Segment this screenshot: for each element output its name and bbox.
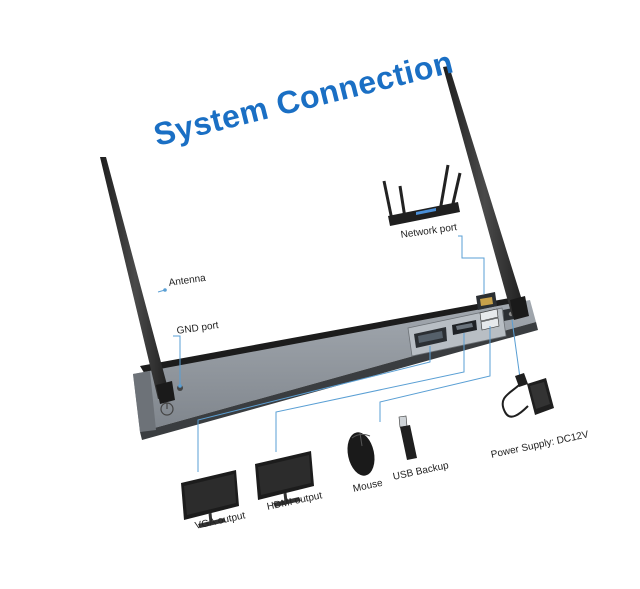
usb-drive-icon: [398, 415, 417, 460]
antenna-icon: [100, 157, 175, 404]
hdmi-port: [452, 320, 477, 335]
leader-usb: [379, 326, 491, 422]
monitor-icon-hdmi: [255, 451, 314, 507]
monitor-icon: [181, 470, 239, 528]
nvr-bottom-edge: [140, 322, 538, 440]
nvr-unit: [133, 297, 538, 440]
leader-hdmi: [275, 333, 465, 452]
leader-gnd: [173, 335, 181, 386]
power-adapter-icon: [501, 373, 554, 418]
mouse-icon: [347, 432, 375, 476]
antenna-icon-right: [443, 66, 529, 320]
left-antenna: [100, 157, 170, 399]
leader-power: [511, 319, 521, 379]
leader-lines: [157, 235, 521, 472]
power-button-icon: [160, 402, 174, 416]
usb-port: [479, 308, 500, 331]
right-antenna: [443, 66, 526, 316]
network-port: [476, 292, 497, 310]
vga-port: [414, 327, 447, 348]
router-icon: [382, 164, 462, 226]
leader-network: [458, 235, 485, 294]
leader-vga: [197, 346, 431, 472]
nvr-left-bracket: [133, 371, 156, 432]
